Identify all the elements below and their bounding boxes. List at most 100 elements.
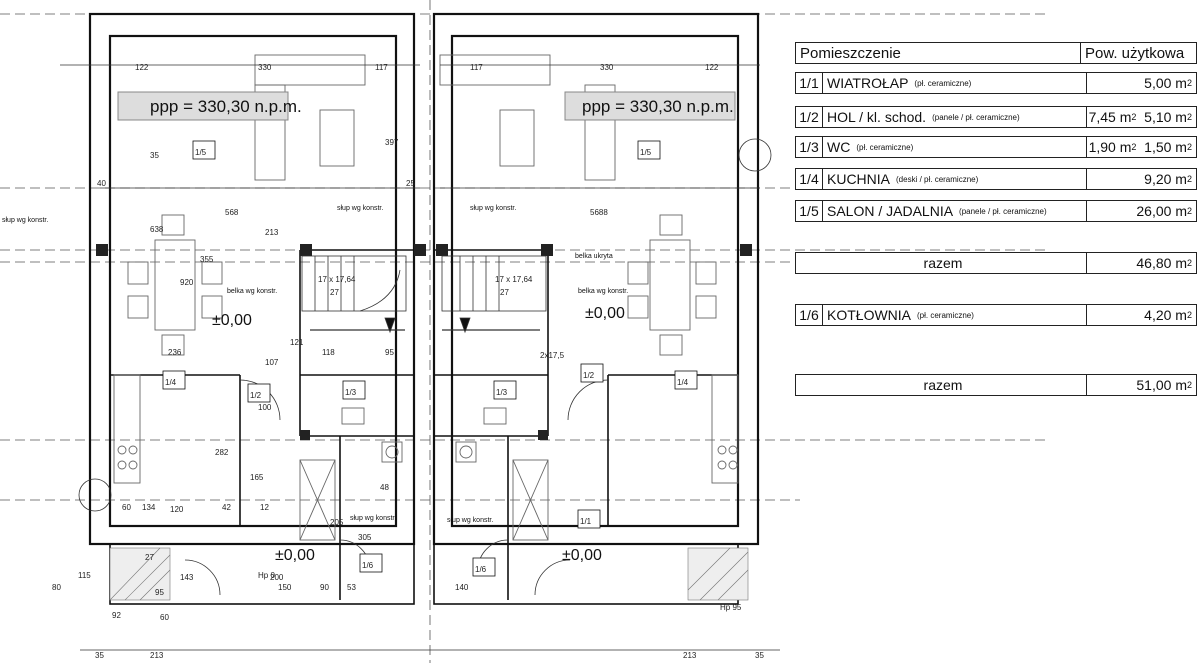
room-number: 1/1	[580, 517, 592, 526]
dimension-value: 35	[150, 151, 159, 160]
dimension-value: 107	[265, 358, 279, 367]
dimension-value: 60	[122, 503, 131, 512]
room-name: razem	[923, 255, 963, 271]
room-number: 1/4	[165, 378, 177, 387]
level-label-left: ppp = 330,30 n.p.m.	[150, 97, 302, 116]
room-name: SALON / JADALNIA(panele / pł. ceramiczne…	[827, 203, 1047, 219]
dimension-value-bottom: 213	[683, 651, 697, 660]
dimension-value-bottom: 35	[755, 651, 764, 660]
room-id: 1/6	[796, 305, 823, 325]
dimension-value: 122	[135, 63, 149, 72]
dimension-value: 100	[258, 403, 272, 412]
dimension-value: 120	[170, 505, 184, 514]
stairs-label-1: 17 x 17,64	[318, 275, 356, 284]
stairs-count-2: 27	[500, 288, 509, 297]
dimension-value: 330	[600, 63, 614, 72]
room-name: HOL / kl. schod.(panele / pł. ceramiczne…	[827, 109, 1020, 125]
room-tag-box	[637, 140, 661, 160]
dimension-value: 236	[168, 348, 182, 357]
stairs-label-2: 17 x 17,64	[495, 275, 533, 284]
dimension-value: 200	[270, 573, 284, 582]
zero-level-3: ±0,00	[275, 547, 315, 564]
room-tag-box	[472, 557, 496, 577]
dimension-value: 95	[385, 348, 394, 357]
interior-walls	[109, 249, 739, 605]
room-tag-box	[359, 553, 383, 573]
beam-note-1: belka wg konstr.	[227, 288, 277, 295]
dimension-value: Hp 0	[258, 571, 275, 580]
zero-level-1: ±0,00	[212, 312, 252, 329]
dimension-value: 90	[320, 583, 329, 592]
room-tag-box	[247, 383, 271, 403]
header-room: Pomieszczenie	[800, 44, 901, 62]
dimension-value: 53	[347, 583, 356, 592]
column-note-5: słup wg konstr.	[447, 517, 493, 524]
dimension-value: 42	[222, 503, 231, 512]
hidden-beam-label: belka ukryta	[575, 253, 613, 260]
stairs-count-1: 27	[330, 288, 339, 297]
room-name: WC(pł. ceramiczne)	[827, 139, 914, 155]
dimension-lines	[60, 64, 780, 651]
dimension-value: 60	[160, 613, 169, 622]
dimension-value: 2x17,5	[540, 351, 565, 360]
dimension-value: 48	[380, 483, 389, 492]
level-label-right: ppp = 330,30 n.p.m.	[582, 97, 734, 116]
room-tag-box	[162, 370, 186, 390]
entrance-hatch	[109, 547, 749, 601]
room-id: 1/3	[796, 137, 823, 157]
room-id: 1/4	[796, 169, 823, 189]
dimension-value: 117	[470, 63, 483, 72]
zero-level-4: ±0,00	[562, 547, 602, 564]
room-id: 1/2	[796, 107, 823, 127]
room-number: 1/3	[496, 388, 508, 397]
stairs	[301, 255, 547, 334]
column-note-2: słup wg konstr.	[337, 205, 383, 212]
dimension-value: 305	[358, 533, 372, 542]
dimension-value-bottom: 213	[150, 651, 164, 660]
room-tag-box	[580, 363, 604, 383]
dimension-value: 140	[455, 583, 469, 592]
room-number: 1/2	[583, 371, 595, 380]
room-id: 1/1	[796, 73, 823, 93]
dimension-value: 920	[180, 278, 194, 287]
room-number: 1/4	[677, 378, 689, 387]
room-tag-box	[493, 380, 517, 400]
room-number: 1/5	[195, 148, 207, 157]
detail-circles	[78, 138, 772, 512]
beam-note-2: belka wg konstr.	[578, 288, 628, 295]
header-area: Pow. użytkowa	[1080, 43, 1196, 63]
table-header: Pomieszczenie Pow. użytkowa	[795, 42, 1197, 64]
dimension-value: 568	[225, 208, 239, 217]
dimension-value: 80	[52, 583, 61, 592]
room-name: KUCHNIA(deski / pł. ceramiczne)	[827, 171, 979, 187]
dimension-value-bottom: 35	[95, 651, 104, 660]
dimension-value: 115	[78, 571, 91, 580]
room-id: 1/5	[796, 201, 823, 221]
column-note-left: słup wg konstr.	[2, 217, 48, 224]
dimension-value: 27	[145, 553, 154, 562]
dimension-value: 330	[258, 63, 272, 72]
dimension-value: 40	[97, 179, 106, 188]
room-name: razem	[923, 377, 963, 393]
dimension-value: 282	[215, 448, 229, 457]
room-number: 1/5	[640, 148, 652, 157]
dimension-value: 121	[290, 338, 304, 347]
dimension-value: 25	[406, 179, 415, 188]
column-note-3: słup wg konstr.	[470, 205, 516, 212]
dimension-value: 150	[278, 583, 292, 592]
dimension-value: 12	[260, 503, 269, 512]
columns	[96, 244, 752, 440]
room-number: 1/2	[250, 391, 262, 400]
dimension-value: 397	[385, 138, 399, 147]
